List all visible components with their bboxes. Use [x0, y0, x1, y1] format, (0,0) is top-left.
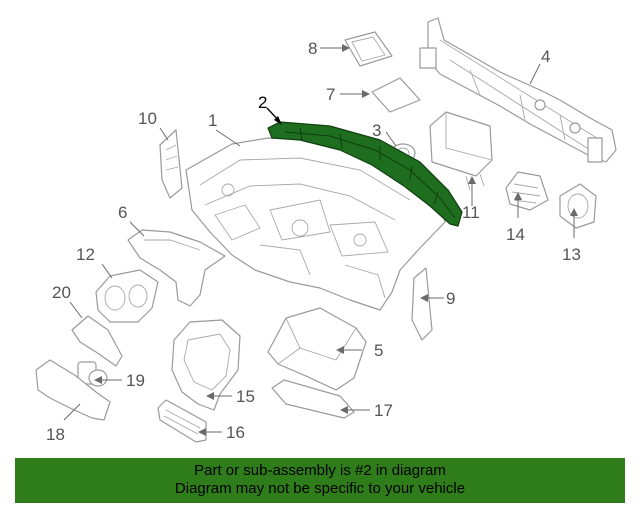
callout-7: 7 — [326, 85, 335, 104]
callout-18: 18 — [46, 425, 65, 444]
parts-diagram: 1 2 3 4 5 6 7 8 9 10 11 12 13 14 15 16 1… — [35, 17, 617, 444]
callout-14: 14 — [506, 225, 525, 244]
part-20-panel — [71, 315, 123, 367]
callout-12: 12 — [76, 245, 95, 264]
callout-labels: 1 2 3 4 5 6 7 8 9 10 11 12 13 14 15 16 1… — [46, 39, 581, 444]
callout-1: 1 — [208, 111, 217, 130]
callout-9: 9 — [446, 289, 455, 308]
part-8-panel — [344, 31, 393, 67]
callout-15: 15 — [236, 387, 255, 406]
part-5-glove-box — [267, 307, 367, 391]
part-7-panel — [371, 77, 421, 113]
callout-17: 17 — [374, 401, 393, 420]
part-14-vent — [505, 171, 549, 211]
callout-19: 19 — [126, 371, 145, 390]
part-13-vent — [559, 183, 597, 229]
banner-line-1: Part or sub-assembly is #2 in diagram — [194, 462, 446, 479]
callout-3: 3 — [372, 121, 381, 140]
part-4-crossmember — [419, 17, 617, 163]
callout-4: 4 — [541, 47, 550, 66]
part-16-lower-vent — [157, 399, 207, 443]
part-2-highlighted — [267, 121, 463, 227]
part-18-lower-cover — [35, 359, 111, 421]
callout-11: 11 — [462, 203, 480, 222]
banner-line-2: Diagram may not be specific to your vehi… — [174, 480, 466, 497]
callout-lines — [63, 44, 578, 436]
part-15-center-fascia — [171, 319, 241, 411]
callout-2: 2 — [258, 93, 267, 112]
callout-10: 10 — [138, 109, 157, 128]
callout-13: 13 — [562, 245, 581, 264]
part-17-trim-strip — [271, 379, 355, 419]
part-6-cluster-housing — [127, 229, 226, 307]
part-12-instrument-cluster — [95, 269, 159, 323]
callout-5: 5 — [374, 341, 383, 360]
info-banner: Part or sub-assembly is #2 in diagram Di… — [15, 458, 625, 503]
callout-8: 8 — [308, 39, 317, 58]
callout-16: 16 — [226, 423, 245, 442]
part-10-side-cover — [159, 129, 183, 199]
part-11-airbag-module — [429, 111, 493, 191]
callout-6: 6 — [118, 203, 127, 222]
part-19-switch — [77, 361, 108, 387]
part-9-side-panel — [411, 267, 433, 341]
callout-20: 20 — [52, 283, 71, 302]
